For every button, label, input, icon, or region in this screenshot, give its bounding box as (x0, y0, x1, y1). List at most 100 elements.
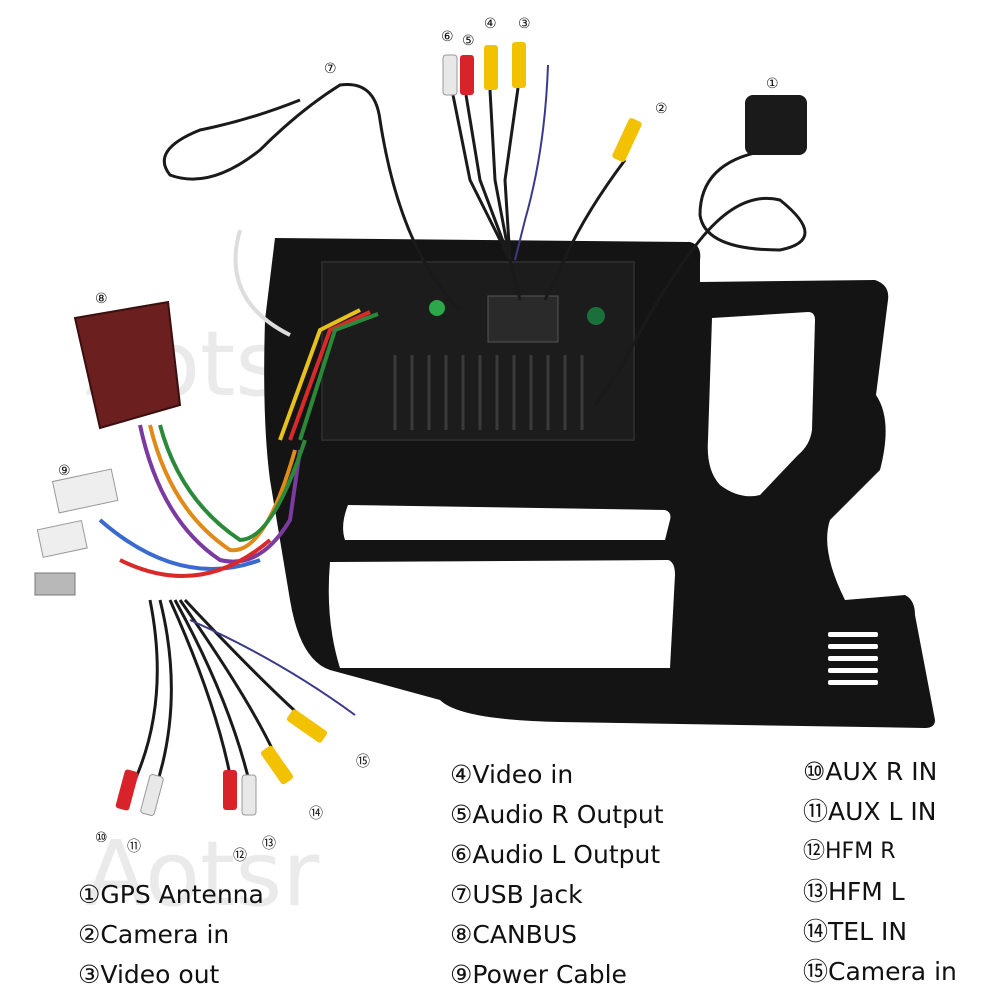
legend-item-7: ⑦USB Jack (450, 880, 583, 910)
callout-6: ⑥ (441, 29, 454, 45)
gps-antenna-body (745, 95, 807, 155)
legend-item-13: ⑬HFM L (803, 877, 905, 907)
legend-label: HFM L (828, 877, 905, 906)
callout-12: ⑫ (233, 848, 247, 864)
harness-blue (98, 518, 261, 571)
purple-wire (514, 64, 549, 261)
rca-top-cable-6 (451, 94, 522, 301)
legend-label: Video in (472, 760, 574, 789)
legend-label: CANBUS (472, 920, 577, 949)
legend-item-11: ⑪AUX L IN (803, 797, 936, 827)
legend-label: Camera in (828, 957, 957, 986)
callout-13: ⑬ (262, 836, 276, 852)
legend-item-1: ①GPS Antenna (78, 880, 264, 910)
callout-5: ⑤ (462, 33, 475, 49)
legend-item-5: ⑤Audio R Output (450, 800, 664, 830)
legend-num: ② (78, 920, 101, 949)
dash-frame (264, 238, 935, 728)
legend-num: ① (78, 880, 101, 909)
legend-item-10: ⑩AUX R IN (803, 757, 937, 787)
harness-purple (138, 424, 302, 564)
white-cable (233, 229, 291, 337)
callout-14: ⑭ (309, 806, 323, 822)
legend-item-14: ⑭TEL IN (803, 917, 907, 947)
harness-red (119, 538, 272, 578)
gps-cable (593, 148, 807, 406)
rca-cable-12 (168, 599, 232, 776)
rca-plug-11 (140, 774, 164, 816)
rca-cable-11 (153, 599, 173, 791)
rca-plug-3 (512, 42, 526, 88)
purple-wire-2 (189, 619, 356, 716)
heatsink-fins (393, 355, 584, 430)
callout-3: ③ (518, 16, 531, 32)
legend-item-6: ⑥Audio L Output (450, 840, 660, 870)
legend-num: ⑪ (803, 797, 829, 826)
callouts: ① ② ③ ④ ⑤ ⑥ ⑦ ⑧ ⑨ ⑩ ⑪ ⑫ ⑬ ⑭ ⑮ (58, 16, 779, 864)
green-port (587, 307, 605, 325)
legend-num: ④ (450, 760, 473, 789)
legend-item-3: ③Video out (78, 960, 219, 990)
head-unit-back (321, 261, 635, 441)
rca-plug-5 (460, 55, 474, 95)
legend-num: ⑭ (803, 917, 829, 946)
rca-plug-14 (260, 745, 294, 785)
frame-window-cutout (707, 312, 815, 497)
rca-plug-4 (484, 45, 498, 90)
power-plug-3 (34, 572, 76, 596)
harness-yellow (278, 308, 361, 441)
legend-num: ⑥ (450, 840, 473, 869)
legend-num: ⑤ (450, 800, 473, 829)
rca-plug-10 (115, 769, 139, 811)
rca-top (442, 42, 642, 162)
legend-item-2: ②Camera in (78, 920, 229, 950)
legend-label: Video out (100, 960, 220, 989)
rca-plug-6 (442, 54, 458, 96)
callout-8: ⑧ (95, 291, 108, 307)
legend-num: ③ (78, 960, 101, 989)
harness-red-2 (288, 310, 371, 441)
rca-plug-2 (612, 118, 642, 162)
callout-11: ⑪ (127, 839, 141, 855)
legend-num: ⑧ (450, 920, 473, 949)
power-connectors (34, 468, 119, 596)
frame-slot-lower (328, 560, 675, 668)
legend-num: ⑩ (803, 757, 826, 786)
legend-num: ⑬ (803, 877, 829, 906)
rca-top-cable-4 (488, 89, 512, 261)
harness-orange (148, 424, 297, 553)
power-plug-2 (36, 519, 88, 558)
callout-10: ⑩ (95, 830, 108, 846)
legend-item-8: ⑧CANBUS (450, 920, 577, 950)
green-sticker (429, 300, 445, 316)
harness-green (158, 424, 307, 543)
frame-slot-upper (343, 505, 671, 540)
callout-9: ⑨ (58, 463, 71, 479)
rca-plug-13 (241, 774, 257, 816)
rca-top-cable-3 (503, 87, 520, 261)
legend-label: Audio L Output (472, 840, 661, 869)
callout-15: ⑮ (356, 754, 370, 770)
rca-bottom (115, 709, 328, 816)
rca-top-cable-5 (464, 94, 512, 261)
legend-num: ⑦ (450, 880, 473, 909)
legend-label: AUX R IN (825, 757, 938, 786)
legend-num: ⑮ (803, 957, 829, 986)
gps-antenna (745, 95, 807, 155)
legend-item-15: ⑮Camera in (803, 957, 957, 987)
watermark-text-3: Aotsr (85, 822, 319, 927)
legend-item-12: ⑫HFM R (803, 837, 895, 867)
legend-label: HFM R (825, 839, 896, 864)
canbus-box-body (73, 300, 182, 430)
legend-label: GPS Antenna (100, 880, 264, 909)
power-plug-1 (51, 468, 119, 514)
callout-1: ① (766, 76, 779, 92)
legend-item-4: ④Video in (450, 760, 573, 790)
legend-label: Power Cable (472, 960, 627, 989)
legend-label: AUX L IN (828, 797, 937, 826)
vent-grille (828, 632, 878, 685)
rca-cable-10 (133, 599, 159, 781)
rca-plug-12 (223, 770, 237, 810)
